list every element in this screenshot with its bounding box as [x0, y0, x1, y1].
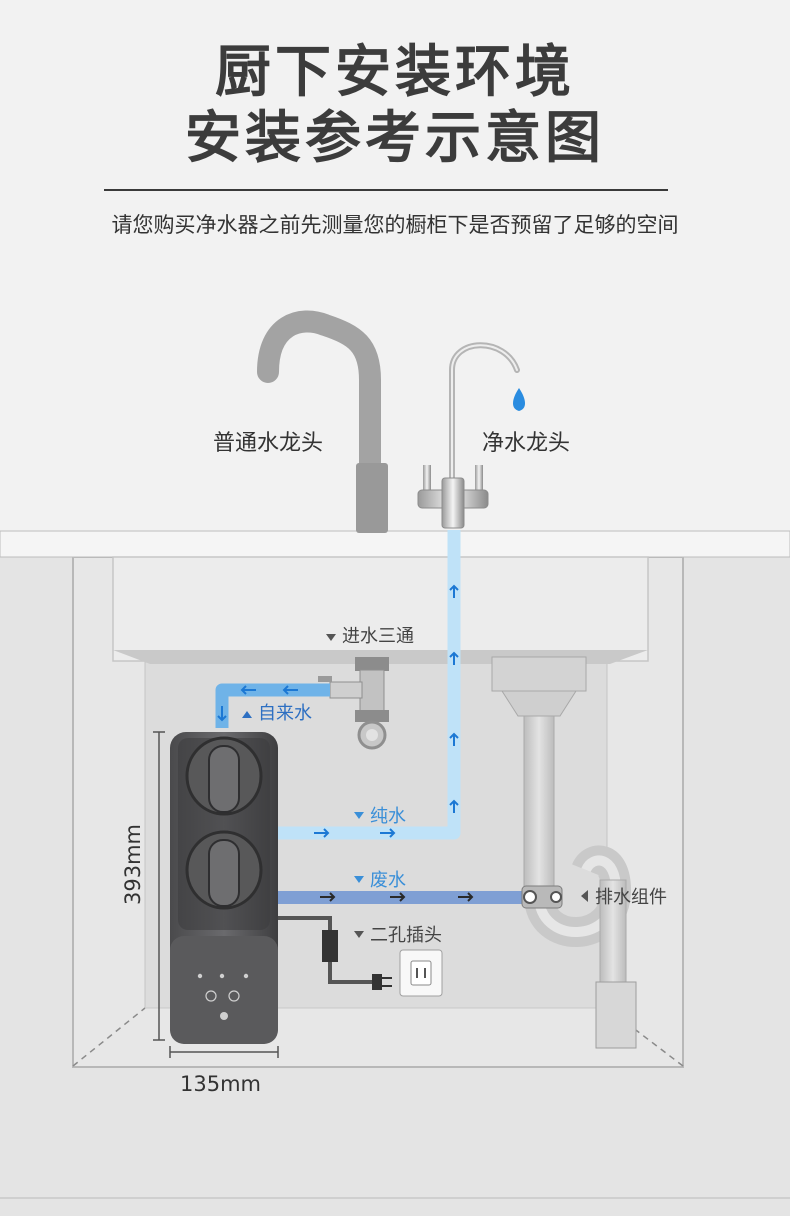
arrow-left-icon	[282, 685, 298, 695]
height-dimension	[153, 731, 165, 1041]
normal-faucet-label: 普通水龙头	[213, 431, 323, 456]
arrow-right-icon	[458, 892, 474, 902]
height-dimension-label: 393mm	[121, 824, 145, 905]
power-plug-label: 二孔插头	[370, 925, 442, 946]
water-purifier-unit	[170, 732, 278, 1044]
arrow-up-icon	[449, 799, 459, 813]
arrow-right-icon	[380, 828, 396, 838]
power-cable	[276, 916, 392, 990]
pure-water-faucet-icon	[417, 342, 525, 529]
title-line-2: 安装参考示意图	[185, 106, 605, 171]
drain-kit-label: 排水组件	[595, 887, 667, 908]
title-line-1: 厨下安装环境	[215, 40, 575, 105]
triangle-marker-icon	[242, 711, 252, 718]
flow-arrows	[217, 584, 459, 838]
pure-water-pipe	[278, 530, 461, 840]
inlet-tee-valve	[318, 657, 389, 750]
pure-faucet-label: 净水龙头	[482, 431, 570, 456]
triangle-marker-icon	[581, 890, 588, 902]
sink-basin	[112, 556, 649, 664]
triangle-marker-icon	[354, 931, 364, 938]
subtitle: 请您购买净水器之前先测量您的橱柜下是否预留了足够的空间	[111, 213, 679, 237]
countertop	[0, 530, 790, 558]
arrow-right-icon	[320, 892, 336, 902]
title-divider	[104, 189, 668, 191]
pure-water-label: 纯水	[370, 806, 406, 827]
arrow-up-icon	[449, 732, 459, 746]
triangle-marker-icon	[354, 876, 364, 883]
triangle-marker-icon	[326, 634, 336, 641]
water-drop-icon	[513, 388, 525, 411]
inlet-tee-label: 进水三通	[342, 626, 414, 647]
arrow-down-icon	[217, 706, 227, 722]
arrow-up-icon	[449, 584, 459, 598]
width-dimension	[169, 1046, 279, 1058]
waste-water-label: 废水	[370, 870, 406, 891]
arrow-up-icon	[449, 651, 459, 665]
normal-faucet-icon	[257, 310, 388, 533]
tap-water-label: 自来水	[258, 703, 312, 724]
arrow-left-icon	[240, 685, 256, 695]
width-dimension-label: 135mm	[180, 1072, 261, 1096]
waste-flow-arrows	[320, 892, 474, 902]
wall-socket-icon	[399, 949, 443, 997]
arrow-right-icon	[314, 828, 330, 838]
arrow-right-icon	[390, 892, 406, 902]
triangle-marker-icon	[354, 812, 364, 819]
drain-assembly	[491, 656, 637, 1049]
